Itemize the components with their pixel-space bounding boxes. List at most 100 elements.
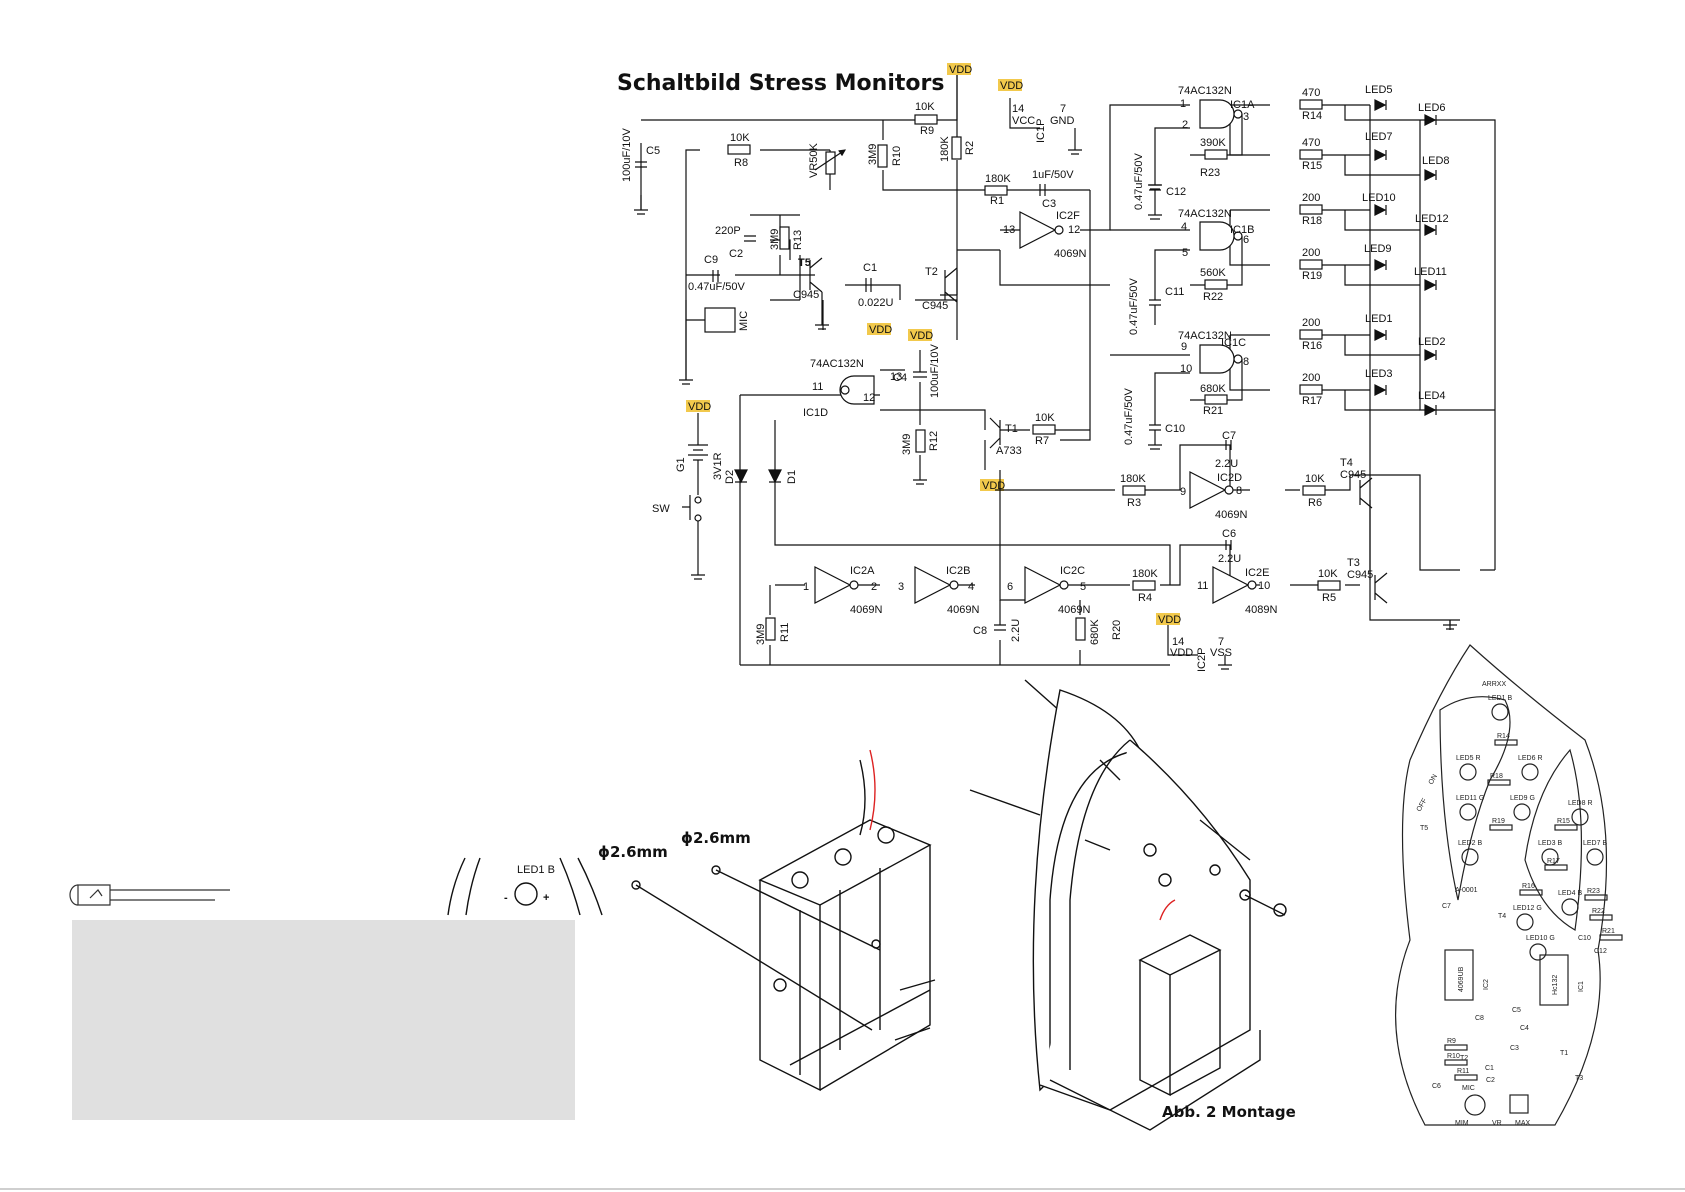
pcb-led-pad [1461, 848, 1479, 866]
svg-text:74AC132N: 74AC132N [1178, 208, 1232, 220]
led-3: LED3 [1365, 368, 1393, 396]
svg-text:LED6: LED6 [1418, 102, 1446, 114]
svg-text:C4: C4 [893, 372, 907, 384]
svg-text:VDD: VDD [1000, 80, 1023, 92]
inverter-ic2e: IC2E 4089N 11 10 [1197, 566, 1277, 616]
svg-text:11: 11 [812, 381, 823, 393]
svg-text:LED2: LED2 [1418, 336, 1446, 348]
nand-ic1d: 74AC132N IC1D 11 12 13 [803, 358, 902, 419]
svg-text:IC1C: IC1C [1221, 337, 1246, 349]
svg-text:A-0001: A-0001 [1455, 887, 1478, 894]
capacitor-c3: 1uF/50V C3 [1032, 169, 1074, 210]
ic2p-power: 14 VDD 7 VSS IC2P [1167, 625, 1232, 672]
svg-text:C10: C10 [1165, 423, 1185, 435]
svg-text:200: 200 [1302, 192, 1320, 204]
vdd-tag: VDD [1156, 613, 1181, 626]
svg-text:ARRXX: ARRXX [1482, 681, 1506, 688]
svg-text:R6: R6 [1308, 497, 1322, 509]
svg-text:SW: SW [652, 503, 670, 515]
led-7: LED7 [1365, 131, 1393, 161]
svg-text:470: 470 [1302, 87, 1320, 99]
inverter-ic2b: IC2B 4069N 3 4 [898, 565, 979, 616]
svg-text:C5: C5 [646, 145, 660, 157]
pcb-resistor-label: R10 [1447, 1053, 1460, 1060]
resistor-r8: 10K R8 [727, 132, 751, 169]
pcb-resistor-pad [1444, 1059, 1468, 1066]
transistor-t4: T4 C945 [1340, 457, 1373, 509]
pcb-led-label: LED5 R [1456, 755, 1481, 762]
svg-text:LED1 B: LED1 B [517, 864, 555, 876]
svg-text:4: 4 [1181, 221, 1187, 233]
transistor-t2: T2 C945 [922, 266, 958, 312]
pcb-resistor-pad [1519, 889, 1543, 896]
svg-text:Abb. 2 Montage: Abb. 2 Montage [1162, 1103, 1296, 1121]
svg-text:C1: C1 [863, 262, 877, 274]
svg-text:390K: 390K [1200, 137, 1226, 149]
pcb-component-label: T3 [1575, 1075, 1583, 1082]
svg-text:D2: D2 [724, 470, 736, 484]
svg-text:C8: C8 [973, 625, 987, 637]
pcb-resistor-label: R17 [1547, 858, 1560, 865]
svg-text:100uF/10V: 100uF/10V [929, 344, 941, 398]
pcb-component-label: C12 [1594, 948, 1607, 955]
capacitor-c1: C1 0.022U [858, 262, 894, 309]
svg-text:5: 5 [1080, 581, 1086, 593]
capacitor-c9: C9 0.47uF/50V [688, 254, 746, 293]
pcb-resistor-pad [1487, 779, 1511, 786]
svg-text:MIM: MIM [1455, 1120, 1469, 1127]
svg-text:560K: 560K [1200, 267, 1226, 279]
svg-text:G1: G1 [675, 457, 687, 472]
svg-text:1: 1 [1180, 98, 1186, 110]
svg-text:3M9: 3M9 [867, 144, 879, 165]
led-9: LED9 [1364, 243, 1392, 271]
svg-text:R10: R10 [891, 146, 903, 166]
svg-text:470: 470 [1302, 137, 1320, 149]
svg-text:3: 3 [898, 581, 904, 593]
transistor-t5: T5 C945 [793, 257, 829, 330]
svg-text:T5: T5 [798, 257, 811, 269]
svg-text:1: 1 [803, 581, 809, 593]
pcb-component-label: C10 [1578, 935, 1591, 942]
pcb-resistor-pad [1599, 934, 1623, 941]
pcb-led-label: LED9 G [1510, 795, 1535, 802]
svg-text:VSS: VSS [1210, 647, 1232, 659]
pcb-led-label: LED4 B [1558, 890, 1582, 897]
svg-text:6: 6 [1243, 234, 1249, 246]
svg-text:R11: R11 [779, 623, 791, 642]
led-1: LED1 [1365, 313, 1393, 341]
pcb-component-label: MIC [1462, 1085, 1475, 1092]
inverter-ic2d: IC2D 4069N 9 8 [1180, 471, 1247, 521]
svg-text:D1: D1 [786, 470, 798, 484]
vdd-tag: VDD [908, 329, 933, 342]
svg-text:3V1R: 3V1R [712, 452, 724, 480]
svg-text:10K: 10K [1305, 473, 1325, 485]
transistor-t1: T1 A733 [989, 417, 1022, 457]
pcb-led-pad [1571, 808, 1589, 826]
svg-text:7: 7 [1060, 103, 1066, 115]
svg-text:R18: R18 [1302, 215, 1322, 227]
nand-ic1c: 74AC132N IC1C 9 10 8 [1154, 330, 1249, 425]
svg-text:0.47uF/50V: 0.47uF/50V [1133, 152, 1145, 210]
resistor-r3: 180K R3 [1120, 473, 1146, 509]
pcb-led-pad [1586, 848, 1604, 866]
led-diodes: LED5 LED6 LED7 LED8 LED10 LED12 LED9 LED… [1362, 84, 1450, 416]
svg-text:VDD: VDD [1158, 614, 1181, 626]
transistor-t3: T3 C945 [1347, 557, 1457, 630]
pcb-resistor-label: R9 [1447, 1038, 1456, 1045]
resistor-r10: 3M9 R10 [867, 144, 903, 168]
svg-text:4089N: 4089N [1245, 604, 1277, 616]
svg-text:R23: R23 [1200, 167, 1220, 179]
resistor-r6: 10K R6 [1302, 473, 1326, 509]
svg-text:R16: R16 [1302, 340, 1322, 352]
svg-text:MAX: MAX [1515, 1120, 1531, 1127]
pcb-component-label: C1 [1485, 1065, 1494, 1072]
svg-text:14: 14 [1172, 636, 1184, 648]
capacitor-c12: C12 0.47uF/50V [1133, 152, 1186, 220]
svg-text:IC2: IC2 [1483, 979, 1490, 990]
pcb-led-pad [1459, 763, 1477, 781]
pcb-led-label: LED10 G [1526, 935, 1555, 942]
resistor-r17: 200 R17 [1299, 372, 1323, 407]
svg-text:T2: T2 [925, 266, 938, 278]
svg-text:220P: 220P [715, 225, 741, 237]
svg-text:R9: R9 [920, 125, 934, 137]
